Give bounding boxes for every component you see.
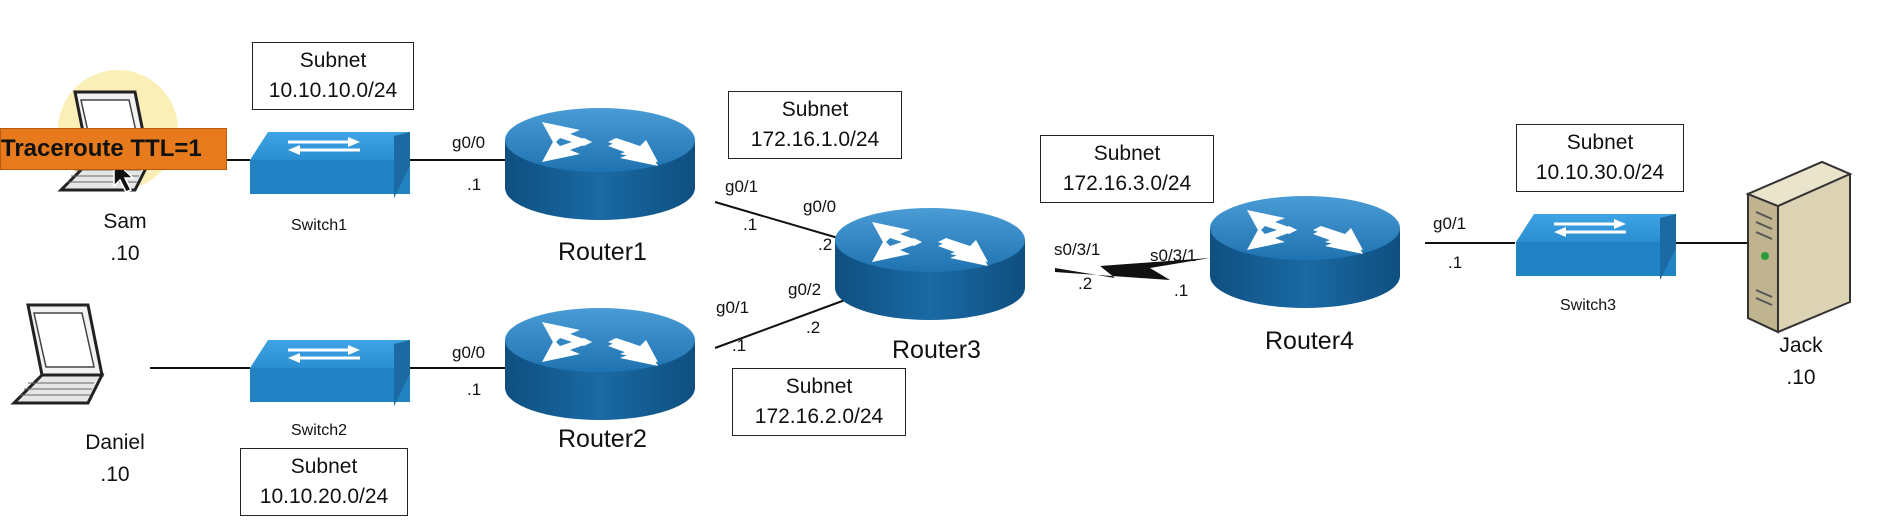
switch2-label: Switch2 — [291, 422, 348, 439]
r4-g01-label: g0/1 — [1433, 214, 1467, 233]
router3-icon[interactable] — [835, 208, 1025, 320]
jack-server-icon[interactable] — [1745, 160, 1853, 334]
subnet-box-switch2: Subnet 10.10.20.0/24 — [240, 448, 408, 516]
subnet-box-router1-router3: Subnet 172.16.1.0/24 — [728, 91, 902, 159]
host-name: Daniel — [85, 431, 145, 454]
r1-g01-label: g0/1 — [725, 177, 759, 196]
host-ip: .10 — [1786, 366, 1816, 389]
r2-g00-label: g0/0 — [452, 343, 486, 362]
r4-g01-ip: .1 — [1448, 253, 1463, 272]
subnet-title: Subnet — [1566, 131, 1634, 154]
r3-s031-label: s0/3/1 — [1054, 240, 1101, 259]
router4-icon[interactable] — [1210, 196, 1400, 308]
subnet-title: Subnet — [290, 455, 358, 478]
serial-link — [1055, 258, 1210, 280]
switch1-icon[interactable] — [248, 130, 412, 200]
host-name: Sam — [103, 210, 147, 233]
host-sam: Sam .10 — [80, 206, 170, 270]
links — [150, 159, 1750, 369]
r3-g00-ip: .2 — [818, 235, 833, 254]
subnet-cidr: 10.10.10.0/24 — [268, 79, 398, 102]
host-name: Jack — [1779, 334, 1823, 357]
host-ip: .10 — [100, 463, 130, 486]
switch2-icon[interactable] — [248, 338, 412, 408]
router2-icon[interactable] — [505, 308, 695, 420]
subnet-title: Subnet — [1093, 142, 1161, 165]
switch3-icon[interactable] — [1514, 212, 1678, 282]
subnet-box-switch1: Subnet 10.10.10.0/24 — [252, 42, 414, 110]
subnet-cidr: 172.16.2.0/24 — [754, 405, 884, 428]
subnet-title: Subnet — [781, 98, 849, 121]
r3-g02-ip: .2 — [806, 318, 821, 337]
router1-icon[interactable] — [505, 108, 695, 220]
r2-g01-label: g0/1 — [716, 298, 750, 317]
router4-label: Router4 — [1265, 327, 1354, 355]
subnet-cidr: 172.16.1.0/24 — [750, 128, 880, 151]
switch3-label: Switch3 — [1560, 297, 1617, 314]
daniel-laptop-icon[interactable] — [12, 303, 104, 405]
r3-g00-label: g0/0 — [803, 197, 837, 216]
host-jack: Jack .10 — [1756, 330, 1846, 394]
r2-g00-ip: .1 — [467, 380, 482, 399]
subnet-box-switch3: Subnet 10.10.30.0/24 — [1516, 124, 1684, 192]
subnet-box-router3-router4: Subnet 172.16.3.0/24 — [1040, 135, 1214, 203]
subnet-title: Subnet — [299, 49, 367, 72]
router2-label: Router2 — [558, 425, 647, 453]
subnet-box-router2-router3: Subnet 172.16.2.0/24 — [732, 368, 906, 436]
host-ip: .10 — [110, 242, 140, 265]
r1-g01-ip: .1 — [743, 215, 758, 234]
r3-s031-ip: .2 — [1078, 274, 1093, 293]
r4-s031-ip: .1 — [1174, 281, 1189, 300]
subnet-cidr: 10.10.20.0/24 — [259, 485, 389, 508]
host-daniel: Daniel .10 — [70, 427, 160, 491]
router3-label: Router3 — [892, 336, 981, 364]
switch1-label: Switch1 — [291, 217, 348, 234]
traceroute-label: Traceroute TTL=1 — [0, 128, 227, 170]
subnet-title: Subnet — [785, 375, 853, 398]
r2-g01-ip: .1 — [732, 336, 747, 355]
subnet-cidr: 10.10.30.0/24 — [1535, 161, 1665, 184]
r4-s031-label: s0/3/1 — [1150, 246, 1197, 265]
r1-g00-ip: .1 — [467, 175, 482, 194]
r3-g02-label: g0/2 — [788, 280, 822, 299]
subnet-cidr: 172.16.3.0/24 — [1062, 172, 1192, 195]
router1-label: Router1 — [558, 238, 647, 266]
r1-g00-label: g0/0 — [452, 133, 486, 152]
